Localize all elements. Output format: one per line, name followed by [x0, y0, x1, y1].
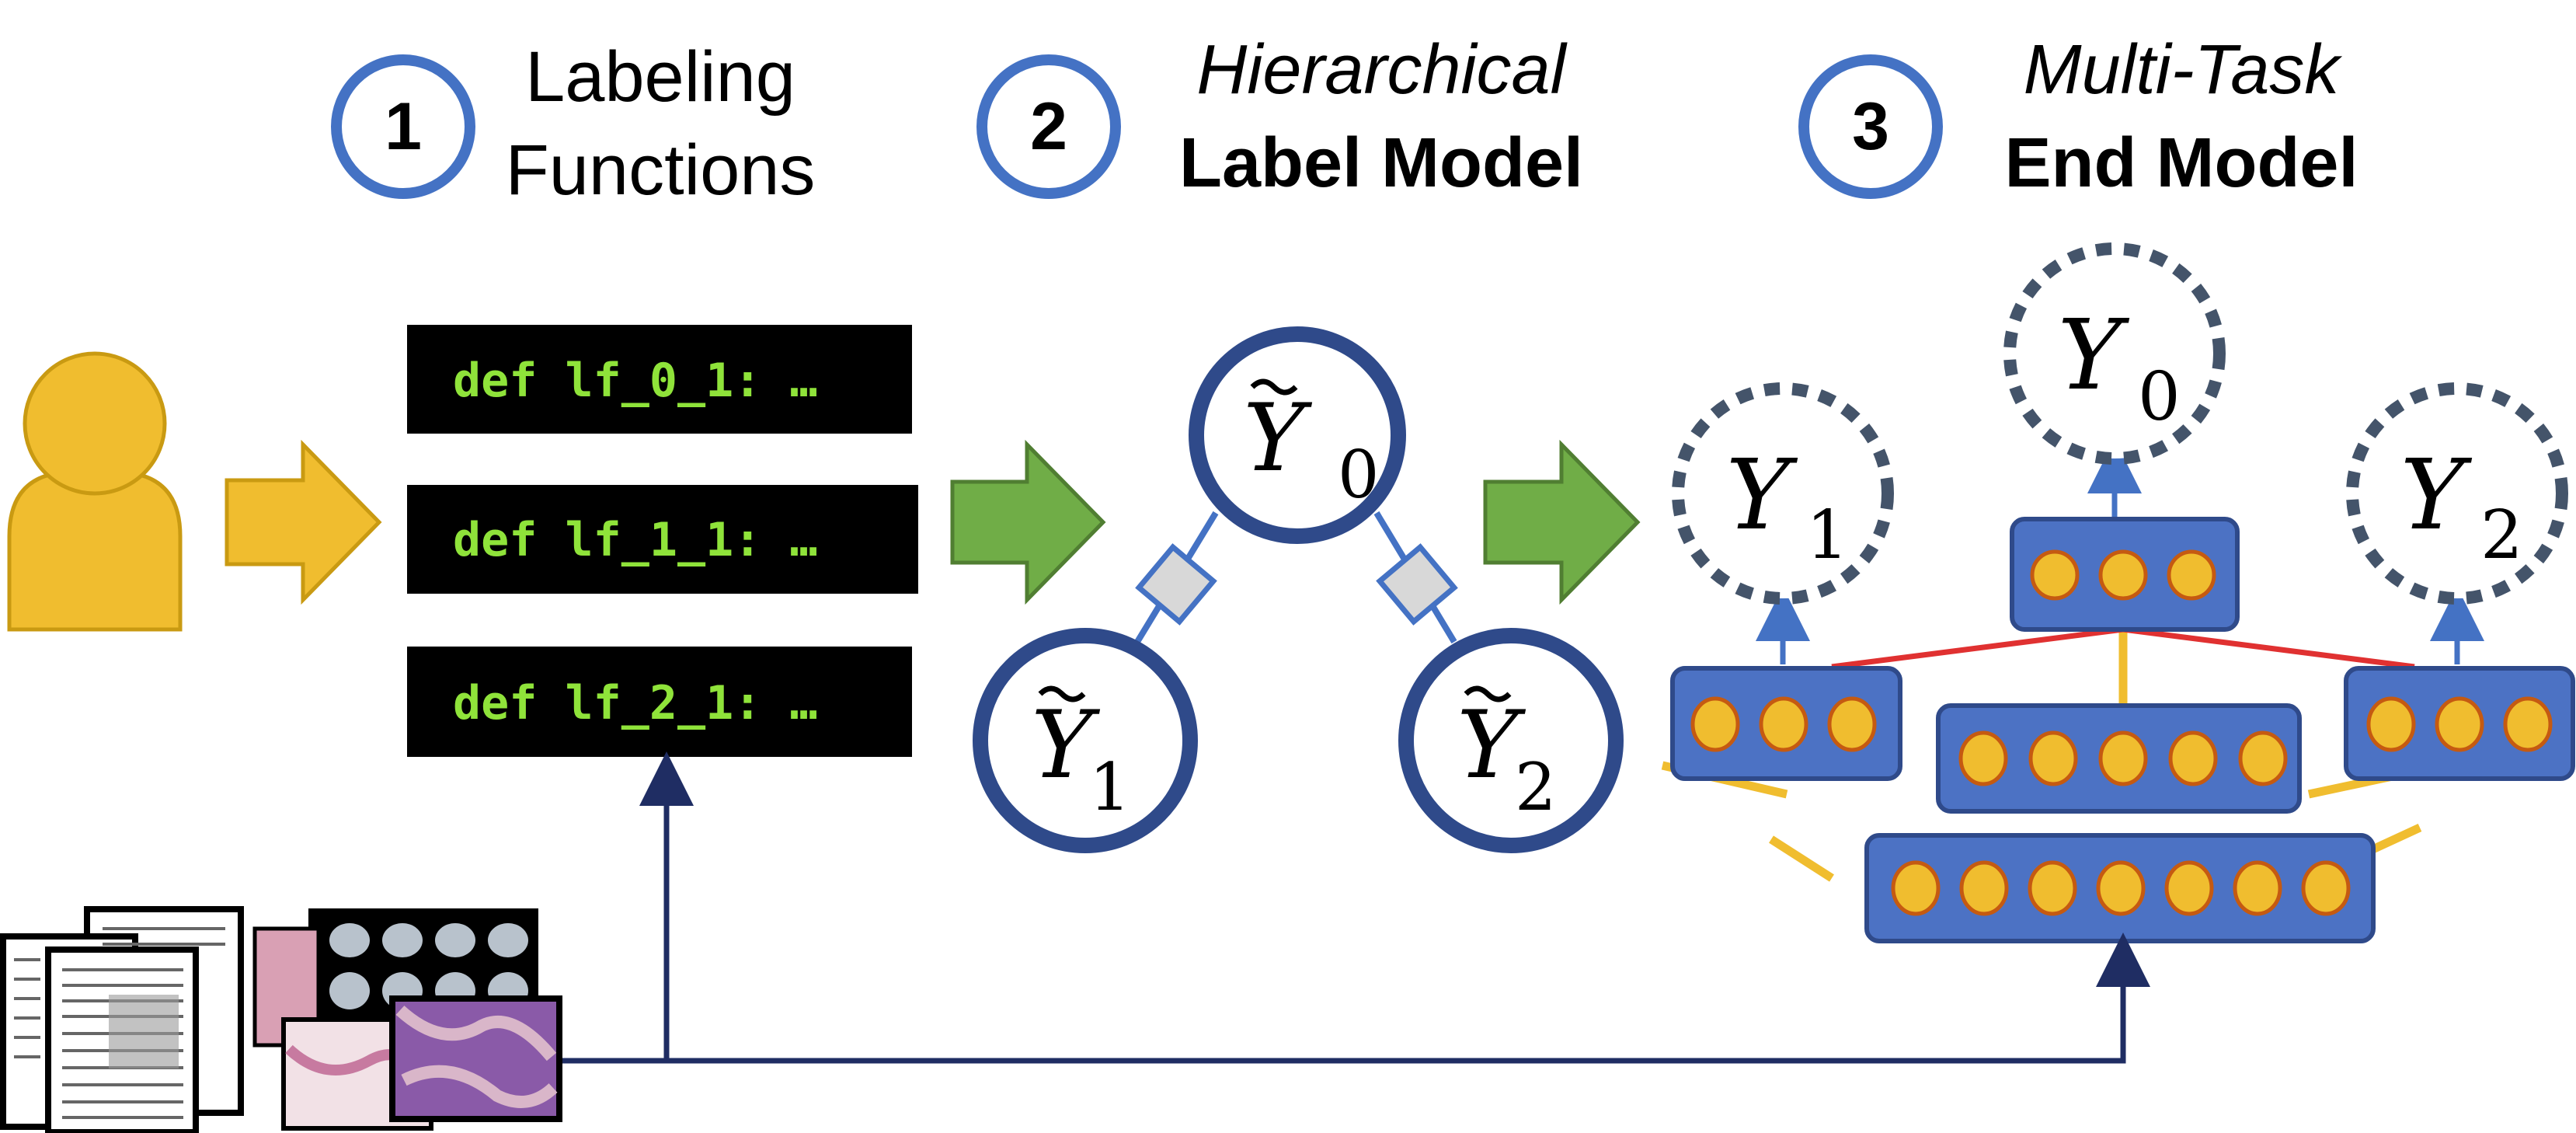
middle-layer-units — [1958, 730, 2288, 786]
lf-code-0: def lf_0_1: … — [453, 354, 818, 408]
node-y1-sub: 1 — [1089, 749, 1130, 825]
output-y1-sub: 1 — [1806, 497, 1849, 574]
task2-layer-units — [2366, 696, 2553, 752]
output-y2-sub: 2 — [2480, 497, 2523, 574]
tilde-mark — [1250, 378, 1298, 396]
factor-node-left — [1135, 543, 1217, 626]
lf-code-1: def lf_1_1: … — [453, 513, 818, 567]
lf-box-2: def lf_2_1: … — [407, 647, 912, 757]
step-2-header: 2 Hierarchical Label Model — [976, 31, 1583, 202]
node-y0-sub: 0 — [1338, 437, 1379, 513]
step-3-title-line2: End Model — [2005, 124, 2358, 202]
output-y1-label: Y — [1726, 439, 1798, 552]
step-3-badge — [1798, 54, 1943, 199]
medical-images-icon — [252, 908, 562, 1131]
lf-box-1: def lf_1_1: … — [407, 485, 918, 594]
node-y1-label: Y — [1031, 692, 1100, 800]
step-3-header: 3 Multi-Task End Model — [1798, 31, 2358, 202]
tilde-mark — [1038, 685, 1086, 702]
end-model-network: Y 0 Y 1 Y 2 — [1661, 242, 2575, 943]
output-y2-label: Y — [2400, 439, 2473, 552]
label-model-node-y0: Y 0 — [1189, 326, 1406, 544]
node-y2-label: Y — [1457, 692, 1526, 800]
factor-node-right — [1376, 543, 1458, 626]
tilde-mark — [1464, 685, 1512, 702]
user-to-lf-arrow — [225, 439, 382, 605]
output-node-y1: Y 1 — [1672, 382, 1894, 605]
user-icon — [7, 351, 183, 632]
node-y0-label: Y — [1243, 385, 1312, 493]
output-node-y2: Y 2 — [2346, 382, 2568, 605]
output-y0-sub: 0 — [2138, 358, 2181, 436]
shared-layer-units — [1891, 860, 2351, 916]
label-model-node-y2: Y 2 — [1398, 628, 1624, 853]
step-2-title-line2: Label Model — [1179, 124, 1583, 202]
step-1-title-line1: Labeling — [525, 37, 795, 117]
step-3-title-line1: Multi-Task — [2024, 31, 2343, 109]
lf-box-0: def lf_0_1: … — [407, 325, 912, 434]
step-1-number: 1 — [385, 89, 422, 164]
step-2-badge — [976, 54, 1121, 199]
step-2-title-line1: Hierarchical — [1196, 31, 1568, 109]
step-2-number: 2 — [1030, 89, 1067, 164]
step-1-badge — [331, 54, 475, 199]
node-y2-sub: 2 — [1515, 749, 1556, 825]
lf-to-label-model-arrow — [950, 439, 1106, 605]
label-model-node-y1: Y 1 — [973, 628, 1198, 853]
data-flow-arrow — [559, 933, 2150, 1064]
step-1-header: 1 Labeling Functions — [331, 37, 816, 210]
document-stack-icon — [0, 906, 244, 1133]
step-3-number: 3 — [1852, 89, 1889, 164]
lf-code-2: def lf_2_1: … — [453, 676, 818, 730]
label-model-graph: Y 0 Y 1 Y 2 — [973, 326, 1624, 853]
output-node-y0: Y 0 — [2003, 242, 2226, 465]
task1-layer-units — [1690, 696, 1877, 752]
task0-layer-units — [2030, 549, 2216, 601]
step-1-title-line2: Functions — [506, 131, 816, 210]
label-model-to-end-model-arrow — [1483, 439, 1641, 605]
output-y0-label: Y — [2058, 299, 2130, 412]
